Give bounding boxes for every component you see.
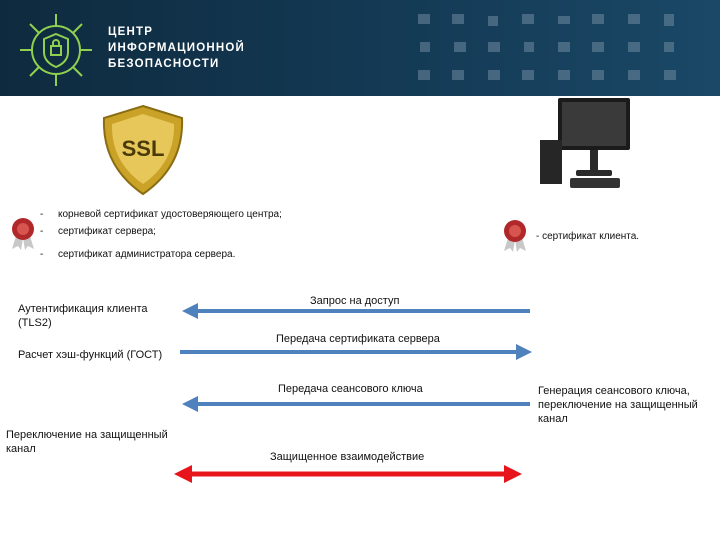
certificate-seal-icon [12, 218, 34, 250]
ssl-shield-icon: SSL [102, 104, 184, 196]
header-banner: ЦЕНТР ИНФОРМАЦИОННОЙ БЕЗОПАСНОСТИ [0, 0, 720, 96]
list-item: -корневой сертификат удостоверяющего цен… [40, 209, 282, 220]
switch-note: Переключение на защищенный канал [6, 429, 168, 455]
arrow-secure-channel [174, 465, 522, 483]
message-secure: Защищенное взаимодействие [270, 451, 425, 463]
arrow-server-cert [180, 344, 532, 360]
message-request: Запрос на доступ [310, 295, 400, 307]
client-certificate: - сертификат клиента. [536, 231, 640, 242]
network-icons [418, 14, 676, 80]
desktop-computer-icon [540, 98, 630, 188]
message-server-cert: Передача сертификата сервера [276, 333, 440, 345]
brand-line: БЕЗОПАСНОСТИ [108, 58, 220, 70]
list-item: -сертификат сервера; [40, 226, 156, 237]
list-item: -сертификат администратора сервера. [40, 249, 236, 260]
auth-note: Аутентификация клиента (TLS2) [18, 303, 148, 329]
arrow-session-key [182, 396, 530, 412]
brand-line: ЦЕНТР [108, 26, 154, 38]
brand-name: ЦЕНТР ИНФОРМАЦИОННОЙ БЕЗОПАСНОСТИ [108, 24, 245, 72]
server-certificates-list: -корневой сертификат удостоверяющего цен… [40, 206, 282, 263]
brand-line: ИНФОРМАЦИОННОЙ [108, 42, 245, 54]
arrow-request [182, 303, 530, 319]
organization-logo [20, 14, 92, 86]
session-key-generation-note: Генерация сеансового ключа, переключение… [538, 385, 698, 425]
message-session-key: Передача сеансового ключа [278, 383, 423, 395]
ssl-label: SSL [122, 136, 165, 161]
hash-note: Расчет хэш-функций (ГОСТ) [18, 349, 163, 361]
certificate-seal-icon [504, 220, 526, 252]
